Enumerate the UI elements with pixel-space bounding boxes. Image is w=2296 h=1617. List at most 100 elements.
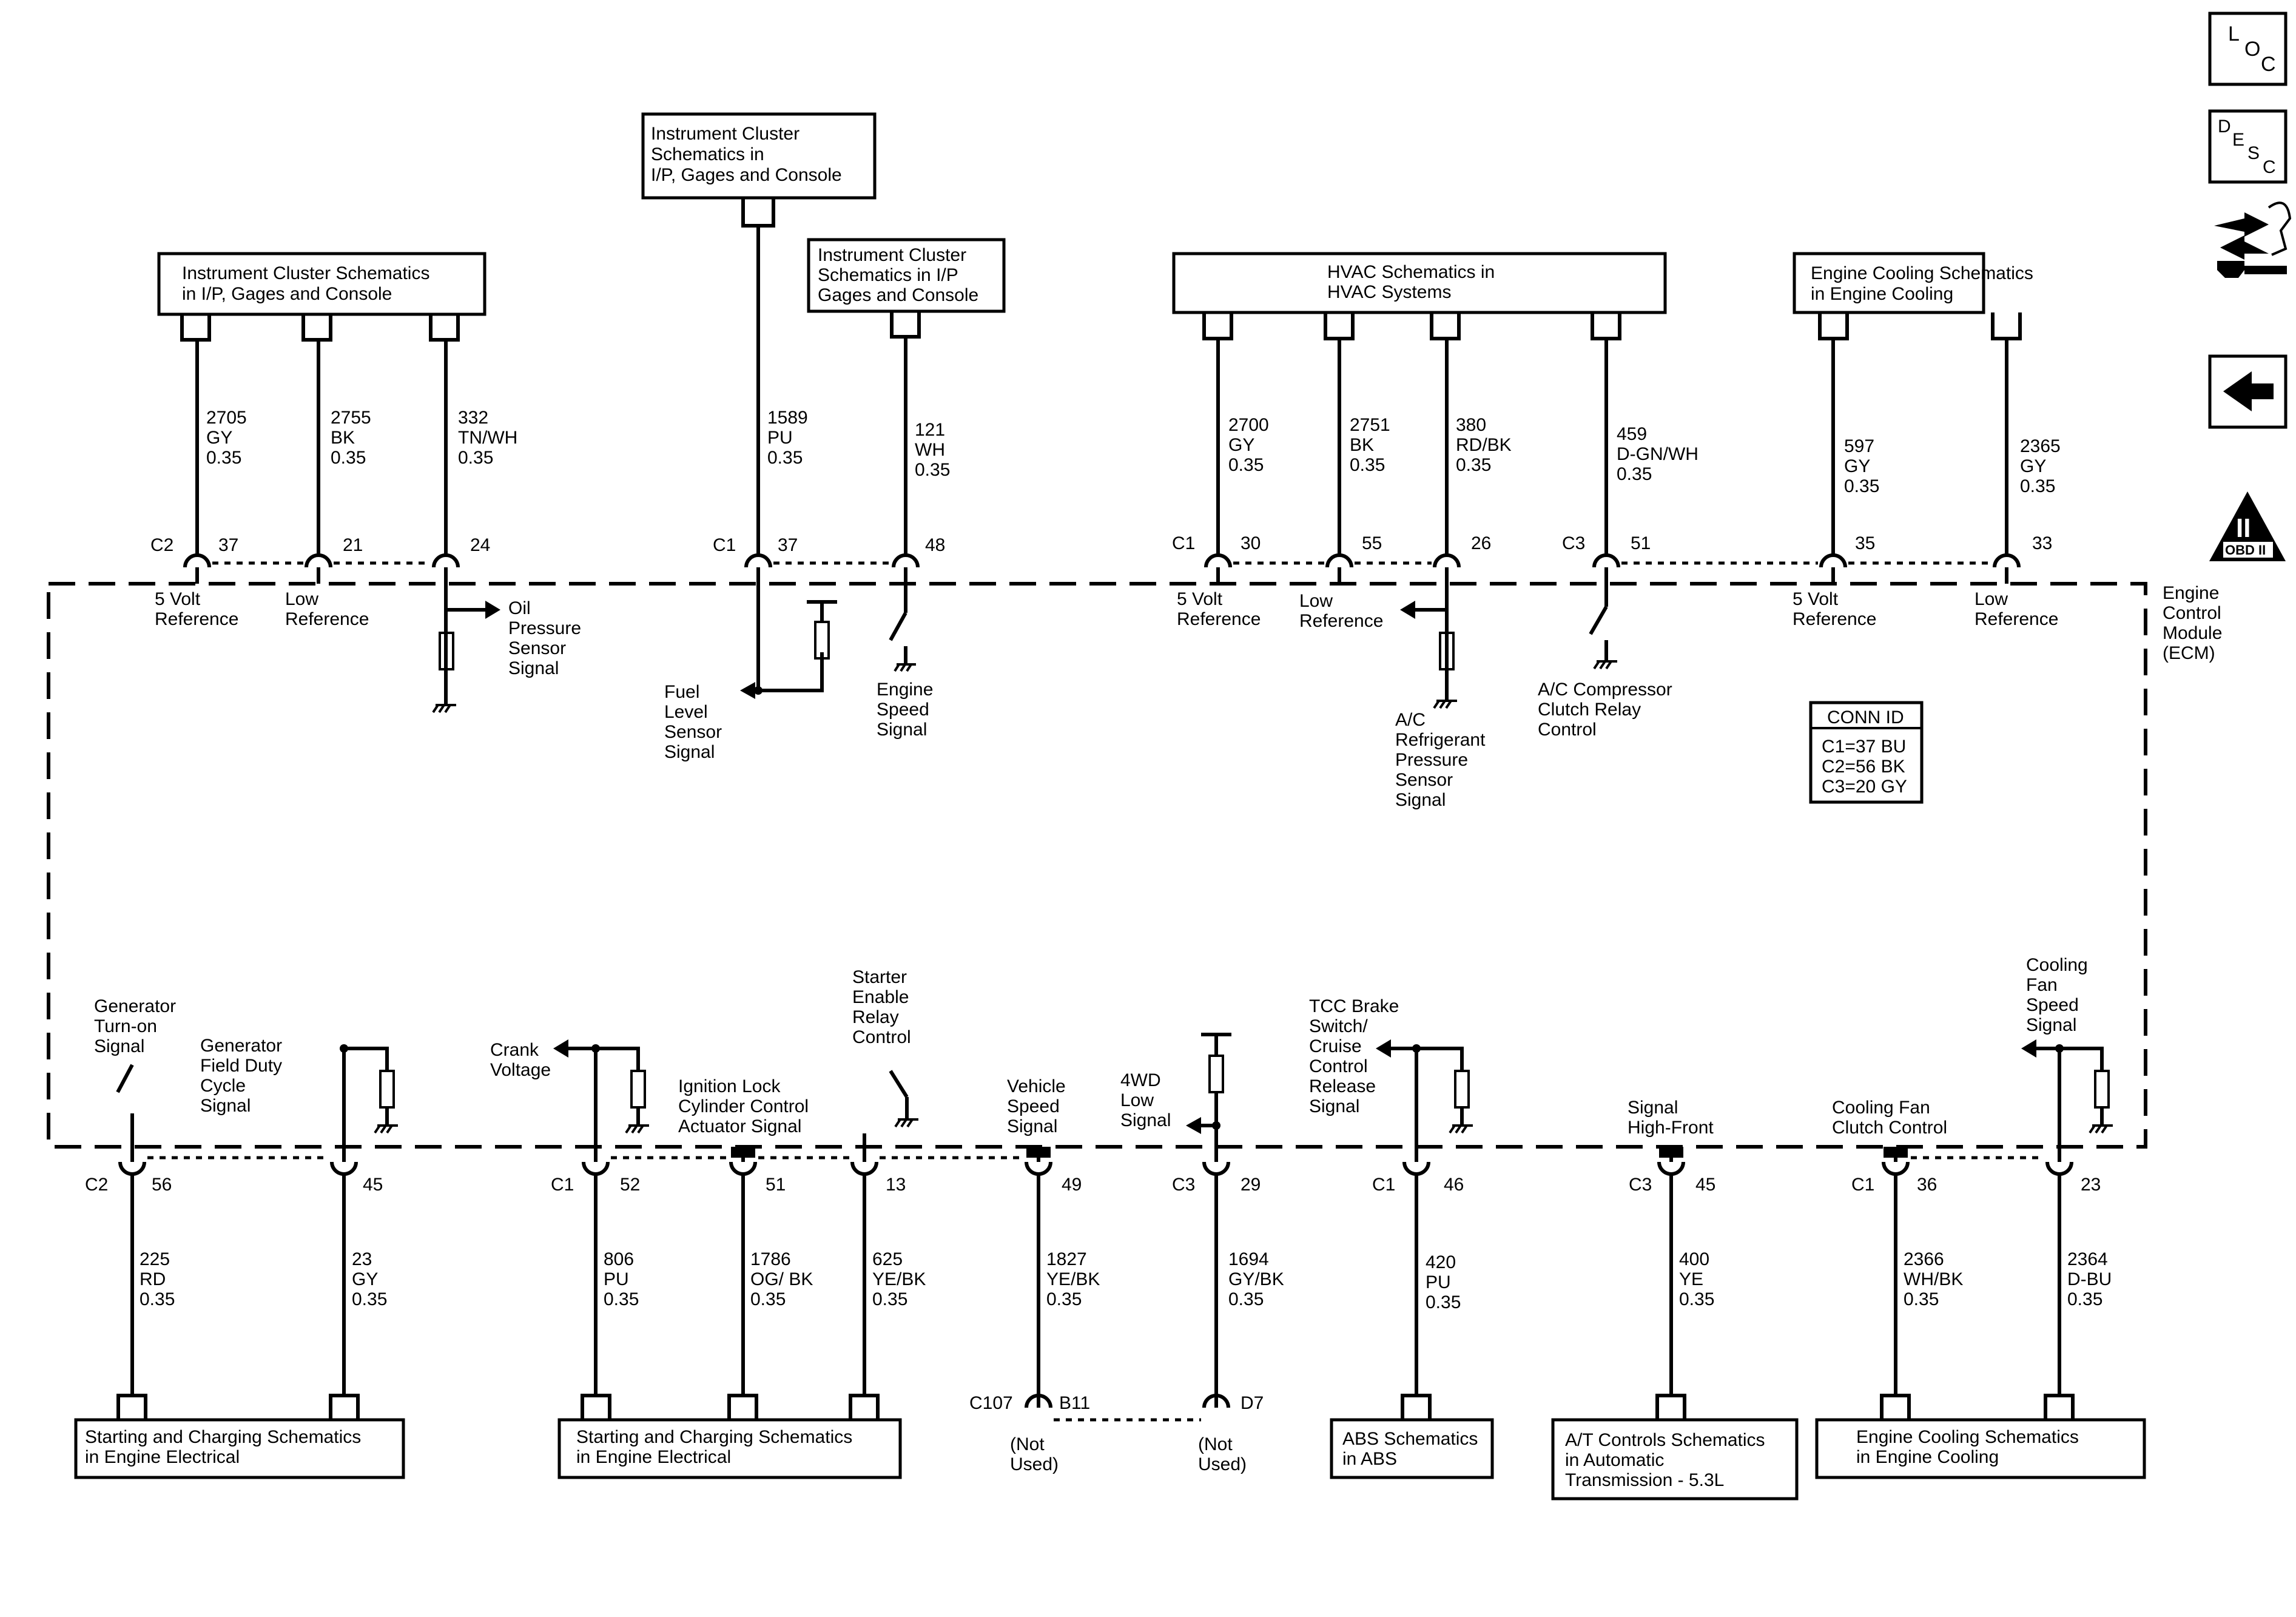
svg-text:13: 13: [886, 1175, 906, 1195]
svg-text:5 Volt: 5 Volt: [155, 589, 201, 609]
svg-text:597: 597: [1844, 436, 1874, 456]
connector-repair-icon[interactable]: [2214, 201, 2292, 278]
svg-text:Sensor: Sensor: [664, 722, 722, 742]
conn-id-line: C3=20 GY: [1822, 777, 1907, 797]
conn-id-line: C2=56 BK: [1822, 757, 1905, 777]
svg-text:(Not: (Not: [1010, 1434, 1045, 1454]
back-arrow-button[interactable]: [2208, 354, 2288, 429]
svg-text:O: O: [2244, 38, 2260, 61]
conn-id-line: C1=37 BU: [1822, 737, 1906, 757]
svg-text:225: 225: [140, 1249, 170, 1269]
top-box-instrument-cluster-1[interactable]: Instrument Cluster Schematics in I/P, Ga…: [157, 252, 486, 342]
svg-text:HVAC Systems: HVAC Systems: [1327, 282, 1451, 302]
svg-text:5 Volt: 5 Volt: [1793, 589, 1839, 609]
svg-text:C107: C107: [969, 1393, 1013, 1413]
svg-text:in Engine Cooling: in Engine Cooling: [1856, 1447, 1999, 1467]
svg-text:Signal: Signal: [508, 658, 559, 678]
svg-text:332: 332: [458, 408, 488, 428]
bottom-circuit-806: Crank Voltage C1 52 806 PU 0.35: [490, 1039, 649, 1396]
svg-text:0.35: 0.35: [1456, 455, 1491, 475]
svg-text:Module: Module: [2163, 623, 2222, 643]
top-box-instrument-cluster-2[interactable]: Instrument Cluster Schematics in I/P, Ga…: [641, 112, 877, 228]
bottom-circuit-625: Starter Enable Relay Control 13 625 YE/B…: [852, 967, 926, 1396]
connector-c107: C107 B11 D7 (Not Used) (Not Used): [969, 1393, 1264, 1474]
svg-text:Cooling: Cooling: [2026, 955, 2088, 975]
connector-c1-bottom-b: [1882, 1147, 2073, 1176]
bottom-box-engine-cooling[interactable]: Engine Cooling Schematics in Engine Cool…: [1815, 1394, 2146, 1479]
svg-text:2700: 2700: [1228, 415, 1269, 435]
svg-text:1694: 1694: [1228, 1249, 1269, 1269]
svg-text:Turn-on: Turn-on: [94, 1016, 157, 1036]
svg-text:0.35: 0.35: [2067, 1289, 2102, 1309]
svg-text:Instrument Cluster: Instrument Cluster: [651, 124, 800, 144]
svg-text:2705: 2705: [206, 408, 247, 428]
svg-text:in Engine Cooling: in Engine Cooling: [1811, 284, 1953, 304]
conn-id-box: CONN ID C1=37 BU C2=56 BK C3=20 GY: [1809, 701, 1924, 804]
svg-text:Reference: Reference: [1793, 609, 1876, 629]
svg-text:GY: GY: [2020, 456, 2046, 476]
desc-button[interactable]: D E S C: [2208, 109, 2288, 184]
svg-text:Reference: Reference: [155, 609, 238, 629]
svg-text:Low: Low: [1120, 1090, 1154, 1110]
bottom-box-starting-charging-1[interactable]: Starting and Charging Schematics in Engi…: [74, 1394, 405, 1479]
svg-text:21: 21: [343, 535, 363, 555]
svg-text:Used): Used): [1198, 1454, 1247, 1474]
svg-text:TN/WH: TN/WH: [458, 428, 517, 448]
svg-text:GY: GY: [352, 1269, 378, 1289]
svg-text:Reference: Reference: [1177, 609, 1261, 629]
svg-text:2755: 2755: [331, 408, 371, 428]
svg-text:Signal: Signal: [1395, 790, 1446, 810]
svg-text:PU: PU: [767, 428, 793, 448]
bottom-circuit-1694: 4WD Low Signal C3 29 1694 GY/BK 0.35: [1120, 1033, 1284, 1408]
svg-text:Signal: Signal: [1309, 1096, 1359, 1116]
svg-text:24: 24: [470, 535, 490, 555]
svg-text:Vehicle: Vehicle: [1007, 1076, 1066, 1096]
bottom-box-at-controls[interactable]: A/T Controls Schematics in Automatic Tra…: [1551, 1394, 1799, 1501]
bottom-box-abs[interactable]: ABS Schematics in ABS: [1330, 1394, 1494, 1479]
top-box-hvac[interactable]: HVAC Schematics in HVAC Systems: [1172, 252, 1667, 340]
svg-text:459: 459: [1617, 424, 1647, 444]
ecm-label: Engine Control Module (ECM): [2163, 583, 2222, 663]
bottom-circuit-2364: Cooling Fan Speed Signal 23 2364 D-BU 0.…: [2021, 955, 2113, 1396]
svg-text:PU: PU: [604, 1269, 629, 1289]
svg-text:ABS Schematics: ABS Schematics: [1342, 1429, 1478, 1449]
svg-text:High-Front: High-Front: [1628, 1118, 1714, 1138]
svg-text:Release: Release: [1309, 1076, 1376, 1096]
svg-text:33: 33: [2032, 533, 2052, 553]
conn-id-title: CONN ID: [1827, 707, 1904, 727]
top-box-instrument-cluster-3[interactable]: Instrument Cluster Schematics in I/P Gag…: [807, 238, 1006, 339]
svg-text:0.35: 0.35: [1617, 464, 1652, 484]
bottom-circuit-420: TCC Brake Switch/ Cruise Control Release…: [1309, 996, 1473, 1396]
ecm-boundary: [47, 582, 2147, 1149]
bottom-circuit-225: Generator Turn-on Signal C2 56 225 RD 0.…: [85, 996, 176, 1396]
svg-text:C: C: [2261, 53, 2276, 76]
svg-text:Relay: Relay: [852, 1007, 899, 1027]
bottom-box-starting-charging-2[interactable]: Starting and Charging Schematics in Engi…: [557, 1394, 902, 1479]
top-circuit-332: 332 TN/WH 0.35 24 Oil Pressure Sensor Si…: [432, 340, 581, 714]
svg-text:C3: C3: [1172, 1175, 1195, 1195]
svg-text:in Engine Electrical: in Engine Electrical: [576, 1447, 731, 1467]
svg-text:GY: GY: [1844, 456, 1870, 476]
svg-text:Instrument Cluster Schematics: Instrument Cluster Schematics: [182, 263, 429, 283]
svg-text:E: E: [2232, 130, 2244, 150]
svg-text:Instrument Cluster: Instrument Cluster: [818, 245, 966, 265]
svg-text:A/C: A/C: [1395, 710, 1426, 730]
svg-text:Cooling Fan: Cooling Fan: [1832, 1098, 1930, 1118]
svg-text:2366: 2366: [1904, 1249, 1944, 1269]
svg-text:420: 420: [1426, 1252, 1456, 1272]
svg-text:23: 23: [352, 1249, 372, 1269]
svg-text:5 Volt: 5 Volt: [1177, 589, 1223, 609]
top-circuit-459: 459 D-GN/WH 0.35 C3 51 A/C Compressor Cl…: [1538, 339, 1698, 740]
svg-text:45: 45: [1695, 1175, 1715, 1195]
svg-text:56: 56: [152, 1175, 172, 1195]
svg-text:23: 23: [2081, 1175, 2101, 1195]
svg-text:Engine: Engine: [877, 680, 933, 700]
svg-text:Speed: Speed: [1007, 1096, 1060, 1116]
svg-text:46: 46: [1444, 1175, 1464, 1195]
top-box-engine-cooling[interactable]: Engine Cooling Schematics in Engine Cool…: [1793, 252, 2033, 340]
svg-text:Reference: Reference: [285, 609, 369, 629]
loc-button[interactable]: L O C: [2208, 12, 2288, 86]
svg-text:55: 55: [1362, 533, 1382, 553]
top-circuit-2755: 2755 BK 0.35 21 Low Reference: [285, 340, 371, 629]
svg-text:D7: D7: [1241, 1393, 1264, 1413]
